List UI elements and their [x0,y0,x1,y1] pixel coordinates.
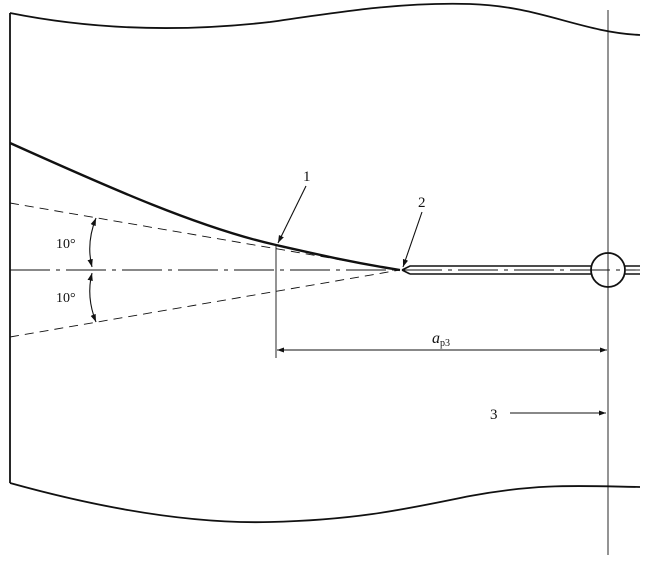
angle-arc-upper [87,217,97,268]
loading-pin-hole [590,252,626,288]
angle-label-lower: 10° [56,291,76,306]
envelope-line-upper [9,202,401,271]
marker-label-3: 3 [490,407,498,423]
specimen-bottom-break-line [9,482,641,524]
envelope-line-lower [9,269,401,338]
dimension-subscript: p3 [440,338,450,349]
marker-label-1: 1 [303,169,311,185]
specimen-top-break-line [9,2,641,36]
pin-hole-slot-extension [625,265,640,275]
dimension-symbol: a [432,330,440,347]
leader-arrow-1 [277,185,307,244]
dimension-label-a-p3: ap3 [432,330,450,349]
leader-arrow-2 [402,211,423,268]
marker-label-2: 2 [418,195,426,211]
crack-slot [401,265,592,275]
angle-label-upper: 10° [56,237,76,252]
angle-arc-lower [87,272,97,323]
